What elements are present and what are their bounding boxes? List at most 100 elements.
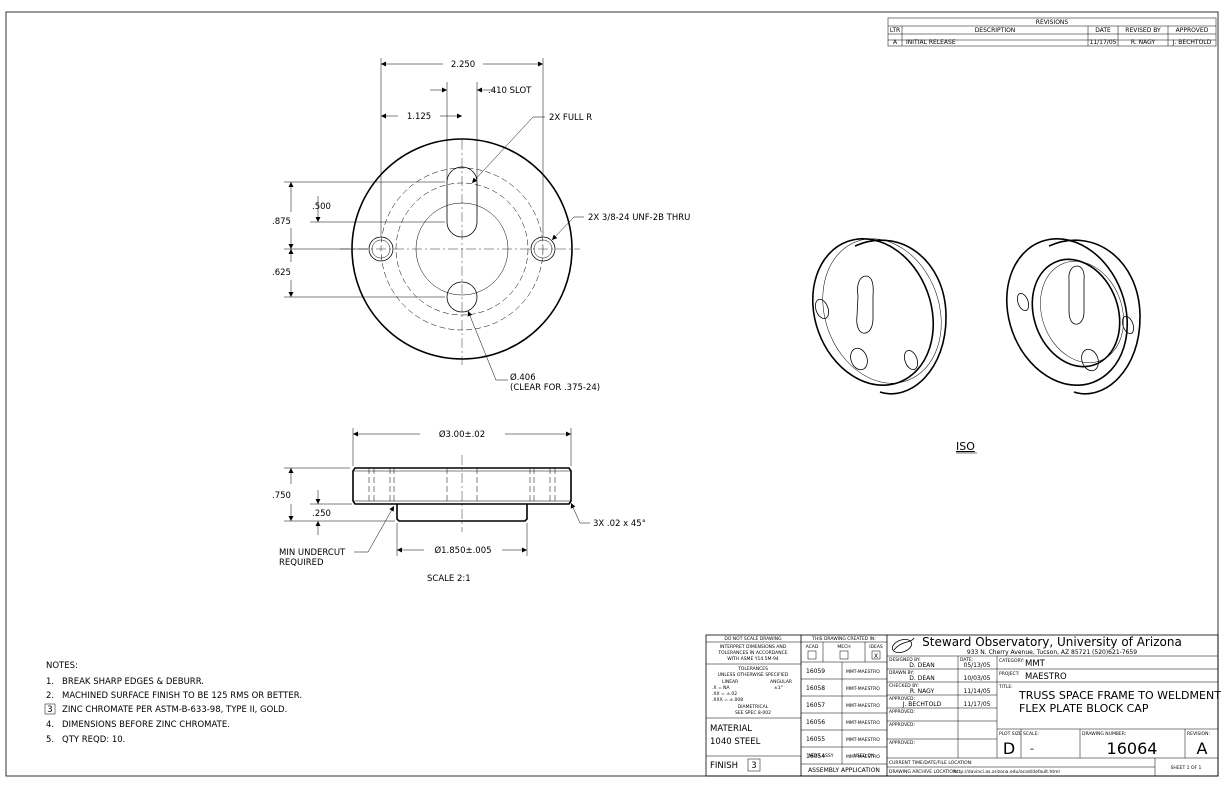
note-2-num: 2. — [46, 691, 54, 701]
tb-diametrical-1: DIAMETRICAL — [738, 704, 769, 710]
note-1-num: 1. — [46, 677, 54, 687]
boss-inner-circle — [415, 202, 509, 296]
tb-plot-size-label: PLOT SIZE — [999, 731, 1022, 737]
tb-checkbox-mech — [839, 650, 849, 660]
tb-assy-num-6: 16054 — [806, 753, 825, 760]
note-3-num: 3 — [47, 705, 52, 715]
tb-archive-location: http://davinci.as.arizona.edu/ocad/defau… — [954, 769, 1060, 775]
tb-title-line-1: TRUSS SPACE FRAME TO WELDMENT — [1018, 689, 1221, 702]
rev-col-approved: APPROVED — [1176, 27, 1209, 34]
tb-designed-by: D. DEAN — [909, 662, 934, 669]
dim-half-1125: 1.125 — [407, 112, 431, 122]
tb-assy-name-5: MMT-MAESTRO — [846, 737, 880, 743]
tb-do-not-scale: DO NOT SCALE DRAWING — [724, 636, 782, 642]
tb-assy-name-2: MMT-MAESTRO — [846, 686, 880, 692]
note-full-r: 2X FULL R — [549, 113, 592, 123]
title-block: DO NOT SCALE DRAWING INTERPRET DIMENSION… — [705, 634, 1221, 777]
tb-org-address: 933 N. Cherry Avenue, Tucson, AZ 85721 (… — [967, 649, 1137, 656]
dim-inner-dia: Ø1.850±.005 — [434, 545, 491, 556]
tb-next-assy: NEXT ASSY — [809, 753, 834, 759]
tb-tolerances-heading: TOLERANCES — [737, 666, 768, 672]
tb-file-location-label: CURRENT TIME/DATE/FILE LOCATION: — [889, 760, 973, 766]
note-1-text: BREAK SHARP EDGES & DEBURR. — [62, 677, 204, 687]
boss-outline — [396, 504, 528, 522]
tb-linear-label: LINEAR — [722, 679, 738, 685]
dim-250: .250 — [312, 509, 331, 519]
tb-created-in: THIS DRAWING CREATED IN: — [811, 636, 876, 642]
tb-title-line-2: FLEX PLATE BLOCK CAP — [1019, 702, 1149, 715]
tb-software-acad: ACAD — [806, 644, 819, 650]
revisions-table: REVISIONS LTR DESCRIPTION DATE REVISED B… — [887, 17, 1217, 47]
tb-project-label: PROJECT: — [999, 671, 1019, 677]
tb-drawing-number: 16064 — [1107, 739, 1158, 758]
tb-drawn-by-label: DRAWN BY: — [889, 670, 914, 676]
revisions-heading: REVISIONS — [1036, 19, 1069, 26]
tb-project: MAESTRO — [1025, 672, 1067, 682]
tb-interpret-1: INTERPRET DIMENSIONS AND — [720, 644, 787, 650]
note-hole-clear: (CLEAR FOR .375-24) — [510, 383, 600, 393]
tb-archive-location-label: DRAWING ARCHIVE LOCATION: — [889, 769, 958, 775]
tb-designed-by-label: DESIGNED BY: — [889, 657, 921, 663]
tb-interpret-3: WITH ASME Y14.5M-94 — [727, 656, 779, 662]
dim-overall-2250: 2.250 — [451, 60, 475, 70]
iso-view: ISO — [811, 237, 1141, 454]
tb-revision-label: REVISION: — [1187, 731, 1210, 737]
iso-left-part — [811, 237, 947, 395]
tb-approved-date: 11/17/05 — [964, 701, 991, 708]
tb-category: MMT — [1025, 659, 1046, 669]
tb-approved-label-3: APPROVED: — [889, 722, 915, 728]
bolt-circle — [380, 167, 544, 331]
tb-approved-label-4: APPROVED: — [889, 740, 915, 746]
note-3-text: ZINC CHROMATE PER ASTM-B-633-98, TYPE II… — [62, 705, 287, 715]
threaded-hole-left — [368, 236, 394, 262]
tb-tolerances-sub: UNLESS OTHERWISE SPECIFIED — [718, 672, 789, 678]
sheet-border — [5, 11, 1219, 777]
tb-title-label: TITLE: — [998, 684, 1013, 690]
tb-tol-xx: .XX = ±.02 — [712, 691, 737, 697]
tb-assy-num-2: 16058 — [806, 685, 825, 692]
tb-tol-angular: ±1° — [774, 685, 783, 691]
tb-approved-by: J. BECHTOLD — [902, 701, 942, 708]
tb-scale-value: - — [1030, 742, 1034, 755]
threaded-hole-left-inner — [371, 239, 391, 259]
dim-875: .875 — [272, 217, 291, 227]
rev-col-ltr: LTR — [890, 27, 900, 34]
rev-row-date: 11/17/05 — [1090, 39, 1117, 46]
tb-finish-flag-box — [747, 758, 761, 772]
clearance-hole — [446, 281, 478, 313]
tb-checkbox-ideas — [871, 650, 881, 660]
tb-checked-by: R. NAGY — [910, 688, 935, 695]
tb-angular-label: ANGULAR — [770, 679, 792, 685]
dim-slot-410: .410 SLOT — [488, 86, 532, 96]
rev-row-approved: J. BECHTOLD — [1172, 39, 1212, 46]
tb-designed-date: 05/13/05 — [964, 662, 991, 669]
dim-625: .625 — [272, 268, 291, 278]
tb-assy-num-3: 16057 — [806, 702, 825, 709]
tb-assy-num-5: 16055 — [806, 736, 825, 743]
flange-outline — [352, 467, 572, 505]
rev-row-ltr: A — [893, 39, 898, 46]
rev-col-revised-by: REVISED BY — [1125, 27, 1161, 34]
tb-material-label: MATERIAL — [710, 724, 752, 734]
tb-drawing-number-label: DRAWING NUMBER: — [1082, 731, 1126, 737]
tb-assy-name-3: MMT-MAESTRO — [846, 703, 880, 709]
tb-category-label: CATEGORY: — [999, 658, 1024, 664]
tb-diametrical-2: SEE SPEC 8-002 — [735, 710, 771, 716]
note-2-text: MACHINED SURFACE FINISH TO BE 125 RMS OR… — [62, 691, 302, 701]
tb-date-label: DATE: — [960, 657, 973, 663]
tb-finish-value: 3 — [751, 761, 756, 771]
note-5-text: QTY REQD: 10. — [62, 735, 125, 745]
tb-assy-num-1: 16059 — [806, 668, 825, 675]
tb-tol-x: .X = NA — [712, 685, 731, 691]
tb-assy-name-4: MMT-MAESTRO — [846, 720, 880, 726]
threaded-hole-right-inner — [533, 239, 553, 259]
rev-col-date: DATE — [1095, 27, 1111, 34]
note-5-num: 5. — [46, 735, 54, 745]
tb-assy-name-1: MMT-MAESTRO — [846, 669, 880, 675]
iso-label: ISO — [956, 440, 975, 453]
tb-assembly-application: ASSEMBLY APPLICATION — [808, 767, 880, 774]
tb-finish-label: FINISH — [710, 761, 738, 771]
note-3-flag-box — [44, 703, 56, 715]
tb-checked-by-label: CHECKED BY: — [889, 683, 919, 689]
note-undercut-2: REQUIRED — [279, 558, 324, 568]
